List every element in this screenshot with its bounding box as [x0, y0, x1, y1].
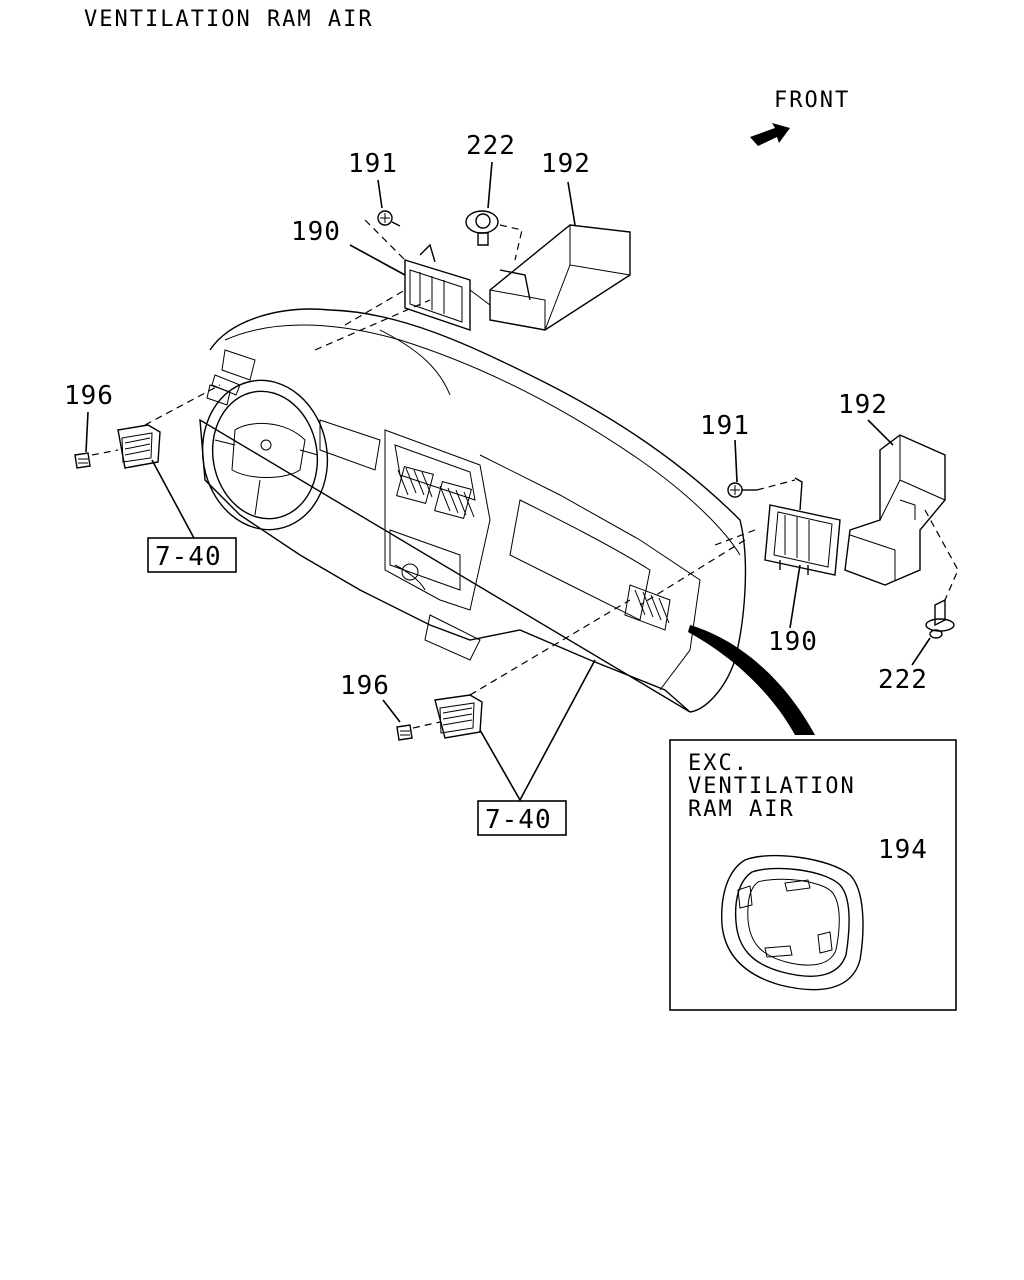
callout-194: 194 — [878, 835, 928, 865]
callout-191-right: 191 — [700, 411, 750, 441]
inset-text-line-2: VENTILATION — [688, 774, 856, 799]
vent-assembly-top — [314, 210, 631, 351]
front-label: FRONT — [774, 88, 850, 113]
dashboard-illustration — [199, 308, 747, 713]
callout-leader-lines — [85, 161, 931, 891]
callout-196-bottom: 196 — [340, 671, 390, 701]
inset-text-line-1: EXC. — [688, 751, 749, 776]
callout-191-top: 191 — [348, 149, 398, 179]
callout-222-right: 222 — [878, 665, 928, 695]
steering-wheel-illustration — [201, 379, 329, 531]
callout-190-right: 190 — [768, 627, 818, 657]
callout-192-top: 192 — [541, 149, 591, 179]
inset-pointer-arrow — [688, 625, 815, 735]
reference-box-left — [147, 537, 237, 573]
callout-190-top: 190 — [291, 217, 341, 247]
inset-exc-ventilation: EXC. VENTILATION RAM AIR 194 — [669, 739, 957, 1011]
front-arrow-icon — [750, 123, 790, 146]
vent-outlet-bottom — [396, 599, 631, 741]
reference-7-40-left: 7-40 — [155, 542, 222, 572]
diagram-title: VENTILATION RAM AIR — [84, 7, 374, 32]
callout-192-right: 192 — [838, 390, 888, 420]
callout-222-top: 222 — [466, 131, 516, 161]
inset-text-line-3: RAM AIR — [688, 797, 795, 822]
vent-outlet-left — [74, 384, 221, 469]
reference-box-bottom — [477, 800, 567, 836]
callout-196-left: 196 — [64, 381, 114, 411]
vent-assembly-right — [639, 434, 959, 639]
reference-7-40-bottom: 7-40 — [485, 805, 552, 835]
